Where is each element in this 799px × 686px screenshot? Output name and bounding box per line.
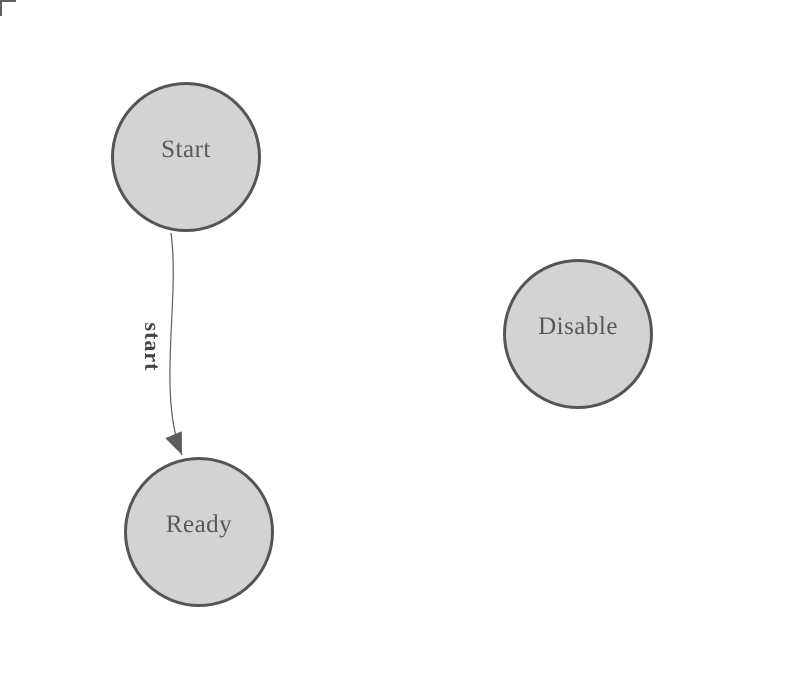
state-node-circle[interactable]: [111, 82, 261, 232]
transition-edge-start-to-ready[interactable]: start: [140, 232, 183, 456]
transition-label: start: [140, 323, 165, 372]
canvas-corner-mark: [0, 0, 16, 16]
state-node-label: Disable: [538, 313, 618, 340]
state-node-label: Start: [161, 136, 211, 163]
transition-edge-line[interactable]: [165, 232, 183, 456]
state-node-label: Ready: [166, 511, 232, 538]
state-node-circle[interactable]: [503, 259, 653, 409]
state-node-ready[interactable]: Ready: [124, 457, 274, 607]
state-node-circle[interactable]: [124, 457, 274, 607]
state-node-disable[interactable]: Disable: [503, 259, 653, 409]
state-node-start[interactable]: Start: [111, 82, 261, 232]
